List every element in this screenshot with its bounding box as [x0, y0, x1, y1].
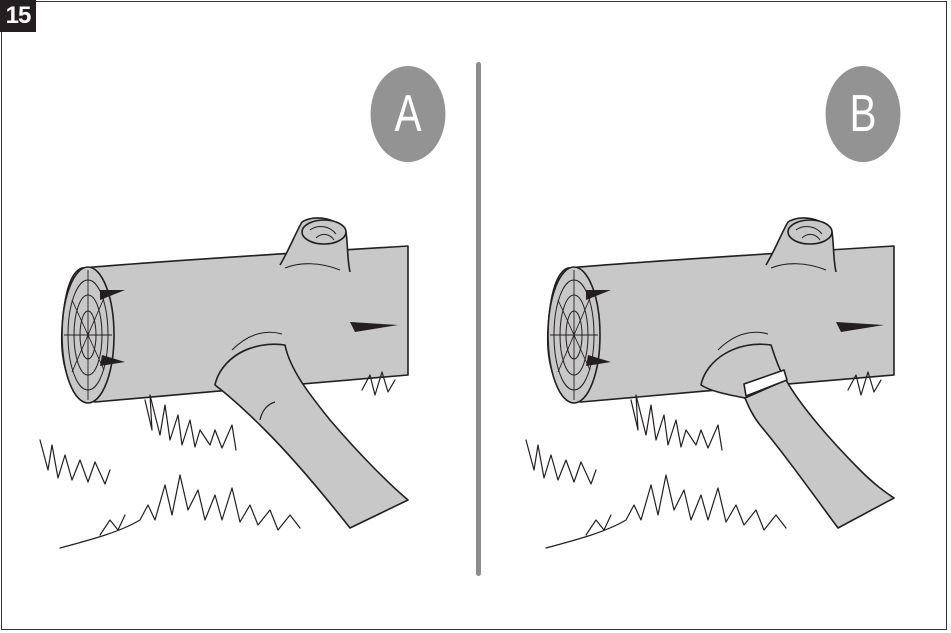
panel-divider [476, 62, 481, 576]
panel-a: A [0, 0, 475, 633]
log-with-trimmer-illustration-b [485, 0, 951, 633]
panel-b: B [485, 0, 951, 633]
log-with-trimmer-illustration [0, 0, 475, 633]
